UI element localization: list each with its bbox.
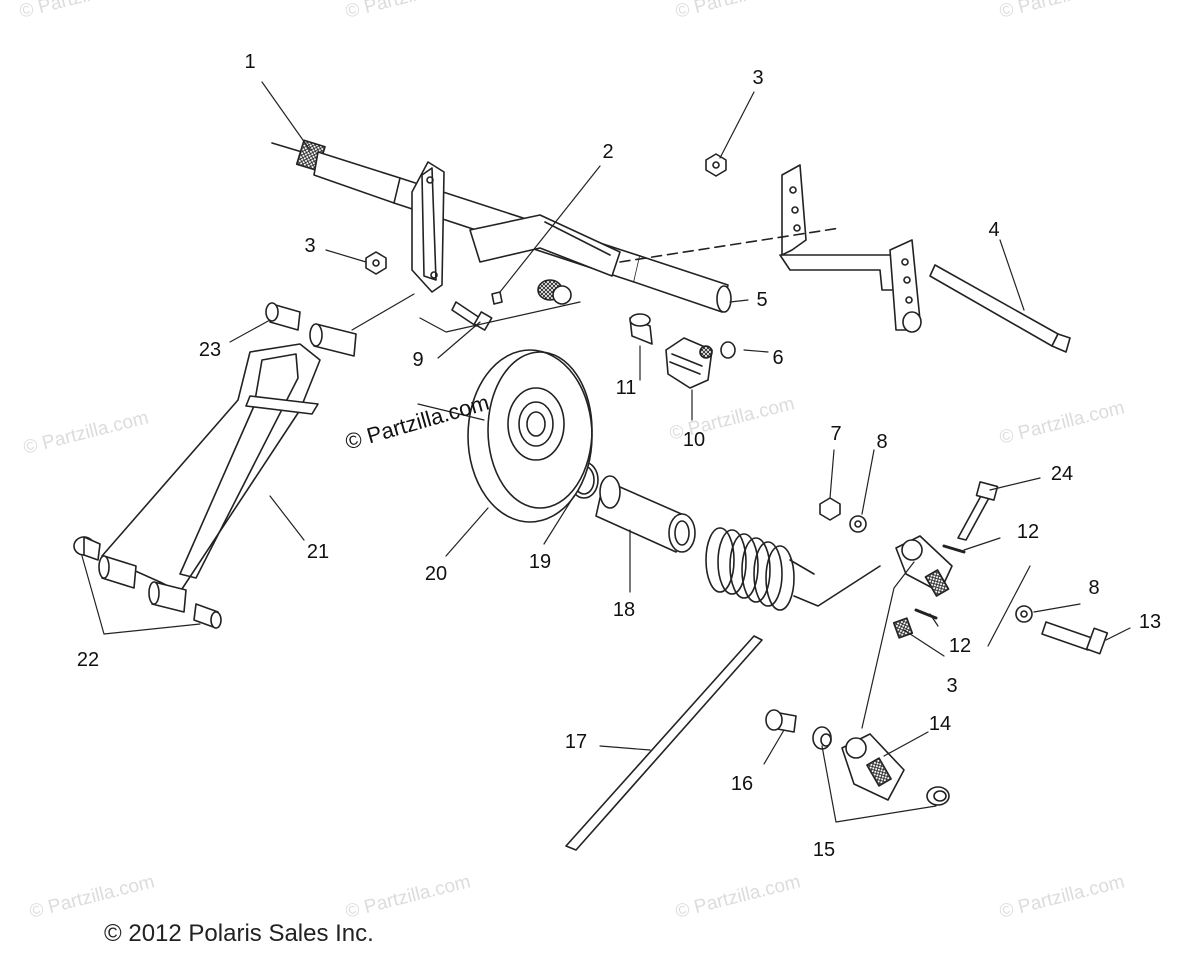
part-22-bushing-d — [193, 603, 222, 629]
part-22-bushing-c — [148, 581, 187, 613]
callout-12: 12 — [1016, 521, 1040, 543]
part-13-bolt — [1041, 621, 1109, 655]
part-17-spring-rod — [565, 635, 763, 851]
part-3-nut-upper — [705, 153, 727, 177]
part-22-bushing-b — [98, 555, 137, 589]
part-23-bushing-large — [309, 323, 357, 357]
axle-reference-line — [619, 227, 841, 263]
part-20-idler-wheel — [467, 349, 593, 523]
callout-19: 19 — [528, 551, 552, 573]
part-6-snap-ring — [720, 341, 736, 359]
callout-18: 18 — [612, 599, 636, 621]
callout-13: 13 — [1138, 611, 1162, 633]
part-14-adjuster-cam — [841, 733, 905, 801]
callout-23: 23 — [198, 339, 222, 361]
callout-6: 6 — [772, 347, 784, 369]
callout-1: 1 — [244, 51, 256, 73]
callout-3: 3 — [304, 235, 316, 257]
copyright-notice: © 2012 Polaris Sales Inc. — [104, 920, 374, 947]
callout-10: 10 — [682, 429, 706, 451]
callout-8: 8 — [876, 431, 888, 453]
callout-16: 16 — [730, 773, 754, 795]
part-21-link-arm — [101, 343, 321, 593]
part-10-tension-block — [665, 337, 713, 389]
part-3-set-screw — [892, 617, 914, 639]
callout-11: 11 — [615, 377, 637, 399]
callout-24: 24 — [1050, 463, 1074, 485]
torsion-spring — [705, 527, 881, 611]
callout-9: 9 — [412, 349, 424, 371]
callout-22: 22 — [76, 649, 100, 671]
part-4-rear-bracket — [779, 164, 922, 333]
callout-17: 17 — [564, 731, 588, 753]
callout-12: 12 — [948, 635, 972, 657]
part-4-long-bolt — [929, 264, 1071, 353]
callout-4: 4 — [988, 219, 1000, 241]
part-8-washer-upper — [849, 515, 867, 533]
leader-lines — [81, 81, 1131, 823]
callout-8: 8 — [1088, 577, 1100, 599]
callout-2: 2 — [602, 141, 614, 163]
callout-3: 3 — [752, 67, 764, 89]
part-12-pin-lower — [914, 608, 938, 620]
part-18-sleeve — [595, 475, 696, 553]
callout-21: 21 — [306, 541, 330, 563]
callout-5: 5 — [756, 289, 768, 311]
part-8-washer-lower — [1015, 605, 1033, 623]
part-3-nut-left — [365, 251, 387, 275]
part-12-pin-upper — [942, 544, 966, 554]
part-11-spacer — [629, 313, 653, 345]
part-16-bushing — [765, 709, 797, 733]
callout-14: 14 — [928, 713, 952, 735]
part-15-bushing-left — [812, 726, 832, 750]
callout-15: 15 — [812, 839, 836, 861]
part-7-nut — [819, 497, 841, 521]
part-15-bushing-right — [926, 786, 950, 806]
part-2-grease-fitting — [491, 291, 503, 305]
part-1-axle — [271, 139, 732, 313]
callout-7: 7 — [830, 423, 842, 445]
part-14-upper-cam — [895, 535, 953, 597]
part-23-bushing — [265, 302, 301, 331]
part-24-bolt — [957, 481, 999, 541]
part-22-bushing-a — [73, 536, 101, 561]
callout-20: 20 — [424, 563, 448, 585]
callout-3: 3 — [946, 675, 958, 697]
